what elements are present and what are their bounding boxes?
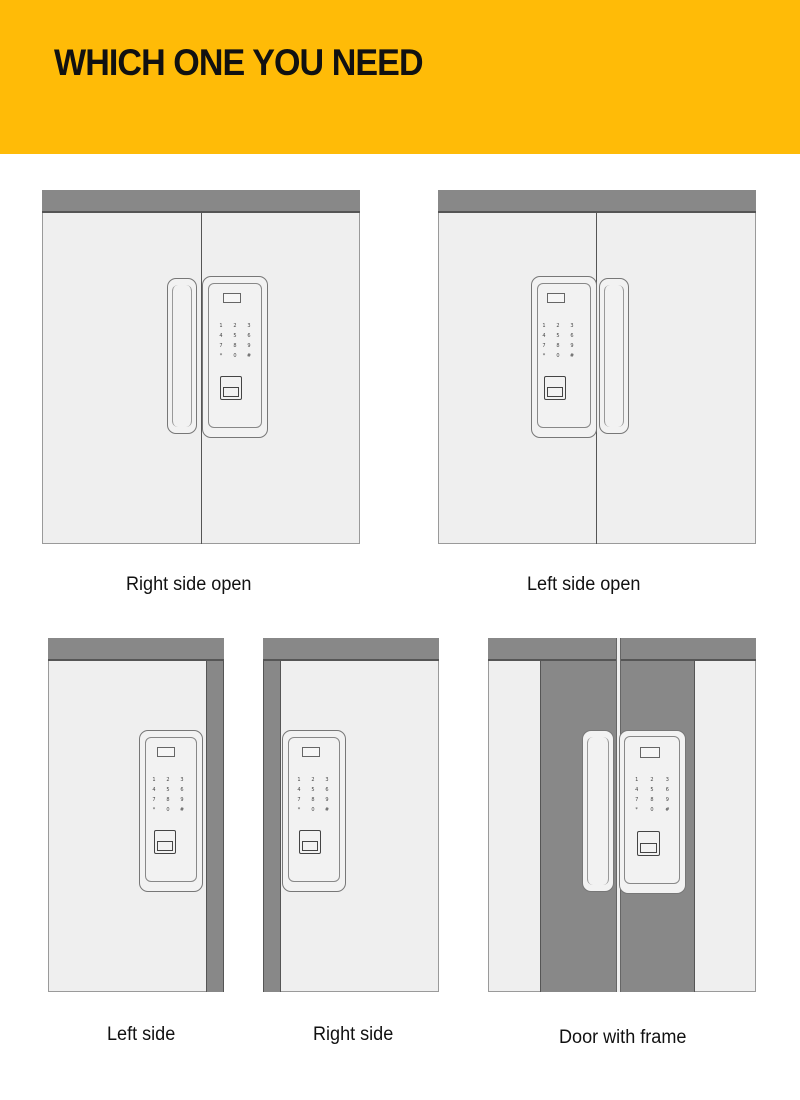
fingerprint-sensor-icon [637, 831, 660, 856]
glass-door-panel [438, 190, 756, 544]
handle-icon [599, 278, 629, 434]
door-top-rail [42, 190, 360, 213]
door-top-rail [488, 638, 756, 661]
header-banner: WHICH ONE YOU NEED [0, 0, 800, 154]
option-label: Right side open [126, 574, 252, 595]
door-top-rail [438, 190, 756, 213]
wall-frame [263, 661, 281, 992]
handle-icon [582, 730, 614, 892]
door-gap-line [201, 213, 202, 544]
option-label: Right side [313, 1024, 394, 1045]
door-top-rail [263, 638, 439, 661]
page-title: WHICH ONE YOU NEED [54, 42, 424, 83]
fingerprint-sensor-icon [154, 830, 176, 854]
wall-frame [206, 661, 224, 992]
option-label: Door with frame [559, 1027, 687, 1048]
fingerprint-sensor-icon [220, 376, 242, 400]
option-label: Left side [107, 1024, 176, 1045]
option-label: Left side open [527, 574, 641, 595]
door-top-rail [48, 638, 224, 661]
handle-icon [167, 278, 197, 434]
fingerprint-sensor-icon [299, 830, 321, 854]
fingerprint-sensor-icon [544, 376, 566, 400]
